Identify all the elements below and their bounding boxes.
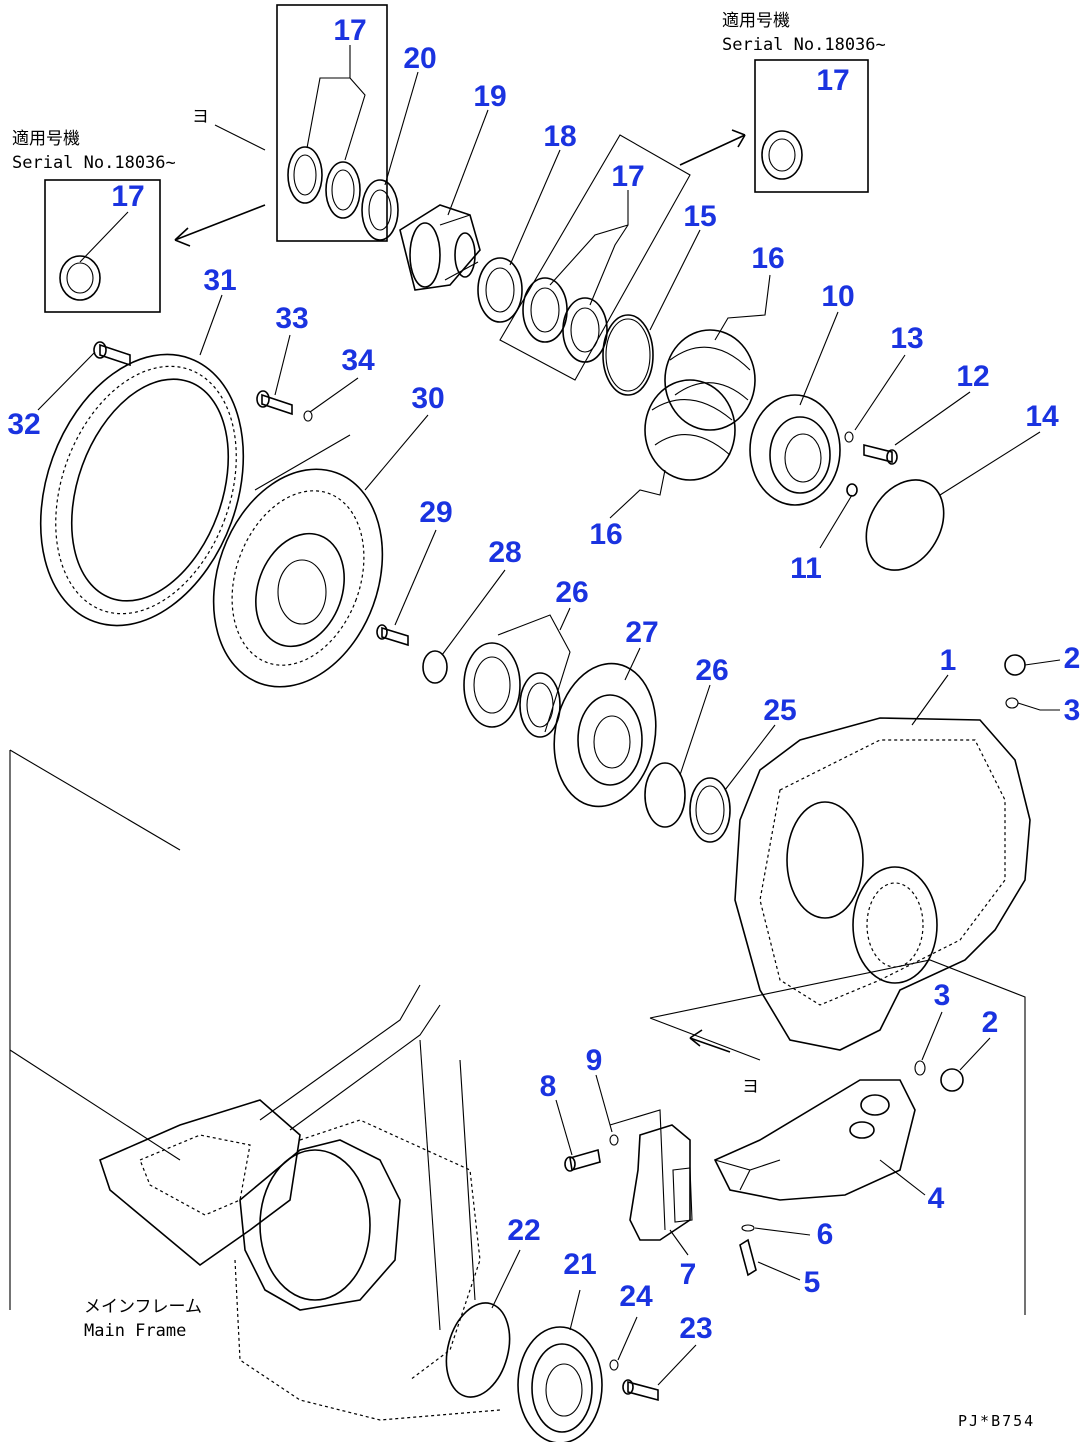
label-8: 8 [540, 1070, 557, 1103]
drawing-code: PJ*B754 [958, 1412, 1035, 1430]
label-34: 34 [341, 344, 375, 377]
label-26: 26 [555, 576, 588, 609]
label-12: 12 [956, 360, 989, 393]
label-4: 4 [928, 1182, 945, 1215]
label-17: 17 [816, 64, 849, 97]
label-23: 23 [679, 1312, 712, 1345]
label-3: 3 [1064, 694, 1081, 727]
label-11: 11 [790, 552, 822, 585]
bolt-part [93, 341, 351, 491]
label-17: 17 [611, 160, 644, 193]
label-20: 20 [403, 42, 436, 75]
bearing-part [644, 329, 756, 481]
label-16: 16 [589, 518, 622, 551]
label-15: 15 [683, 200, 716, 233]
label-19: 19 [473, 80, 506, 113]
carrier-part [212, 468, 384, 688]
o-ring-part [1005, 697, 1019, 709]
pinion-shaft-part [361, 179, 654, 396]
cage-part [749, 394, 841, 506]
label-31: 31 [203, 264, 236, 297]
plug-part [940, 1068, 964, 1092]
leader-lines [37, 45, 1061, 1386]
o-ring-part [914, 1060, 926, 1076]
main-frame-label: Main Frame [84, 1321, 186, 1341]
serial-box-right [754, 59, 869, 193]
serial-note-left-jp: 適用号機 [12, 129, 80, 149]
serial-note-left: Serial No.18036~ [12, 153, 176, 173]
label-29: 29 [419, 496, 452, 529]
serial-arrow-right [679, 134, 746, 166]
label-2: 2 [982, 1006, 999, 1039]
retainer-ring-part [59, 130, 803, 301]
label-32: 32 [7, 408, 40, 441]
serial-box-left [44, 179, 161, 313]
label-33: 33 [275, 302, 308, 335]
plug-part [1004, 654, 1026, 676]
o-ring-part [865, 479, 945, 571]
bolt-part [569, 1148, 601, 1172]
main-frame-outline [9, 749, 501, 1421]
label-5: 5 [804, 1266, 821, 1299]
bolt-part [739, 1238, 757, 1277]
o-ring-part [445, 1302, 511, 1398]
case-part [734, 717, 1031, 1051]
label-13: 13 [890, 322, 923, 355]
label-30: 30 [411, 382, 444, 415]
view-arrow [689, 1037, 731, 1053]
label-22: 22 [507, 1214, 540, 1247]
bolt-part [627, 1380, 659, 1402]
serial-note-right-jp: 適用号機 [722, 11, 790, 31]
label-6: 6 [817, 1218, 834, 1251]
label-27: 27 [625, 616, 658, 649]
cover-part [517, 1326, 603, 1442]
bracket-part [713, 1079, 916, 1201]
view-bracket [649, 959, 1026, 1315]
plate-part [629, 1124, 691, 1241]
label-14: 14 [1025, 400, 1059, 433]
label-21: 21 [563, 1248, 596, 1281]
label-28: 28 [488, 536, 521, 569]
label-16: 16 [751, 242, 784, 275]
label-17: 17 [111, 180, 144, 213]
label-9: 9 [586, 1044, 603, 1077]
ring-gear-part [39, 353, 245, 627]
label-25: 25 [763, 694, 796, 727]
label-2: 2 [1064, 642, 1081, 675]
view-mark-bottom: ヨ [742, 1077, 759, 1097]
planet-gear-part [376, 614, 731, 843]
view-mark-top: ヨ [192, 107, 209, 127]
group-bracket-17 [499, 134, 691, 381]
main-frame-label-jp: メインフレーム [84, 1297, 202, 1317]
label-7: 7 [680, 1258, 697, 1291]
bolt-part [844, 431, 898, 497]
label-10: 10 [821, 280, 854, 313]
serial-box-top [276, 4, 388, 242]
serial-note-right: Serial No.18036~ [722, 35, 886, 55]
label-18: 18 [543, 120, 576, 153]
label-17: 17 [333, 14, 366, 47]
serial-arrow-left [174, 204, 266, 241]
label-3: 3 [934, 979, 951, 1012]
label-24: 24 [619, 1280, 653, 1313]
label-26: 26 [695, 654, 728, 687]
label-1: 1 [940, 644, 957, 677]
view-arrow-top [214, 124, 266, 151]
